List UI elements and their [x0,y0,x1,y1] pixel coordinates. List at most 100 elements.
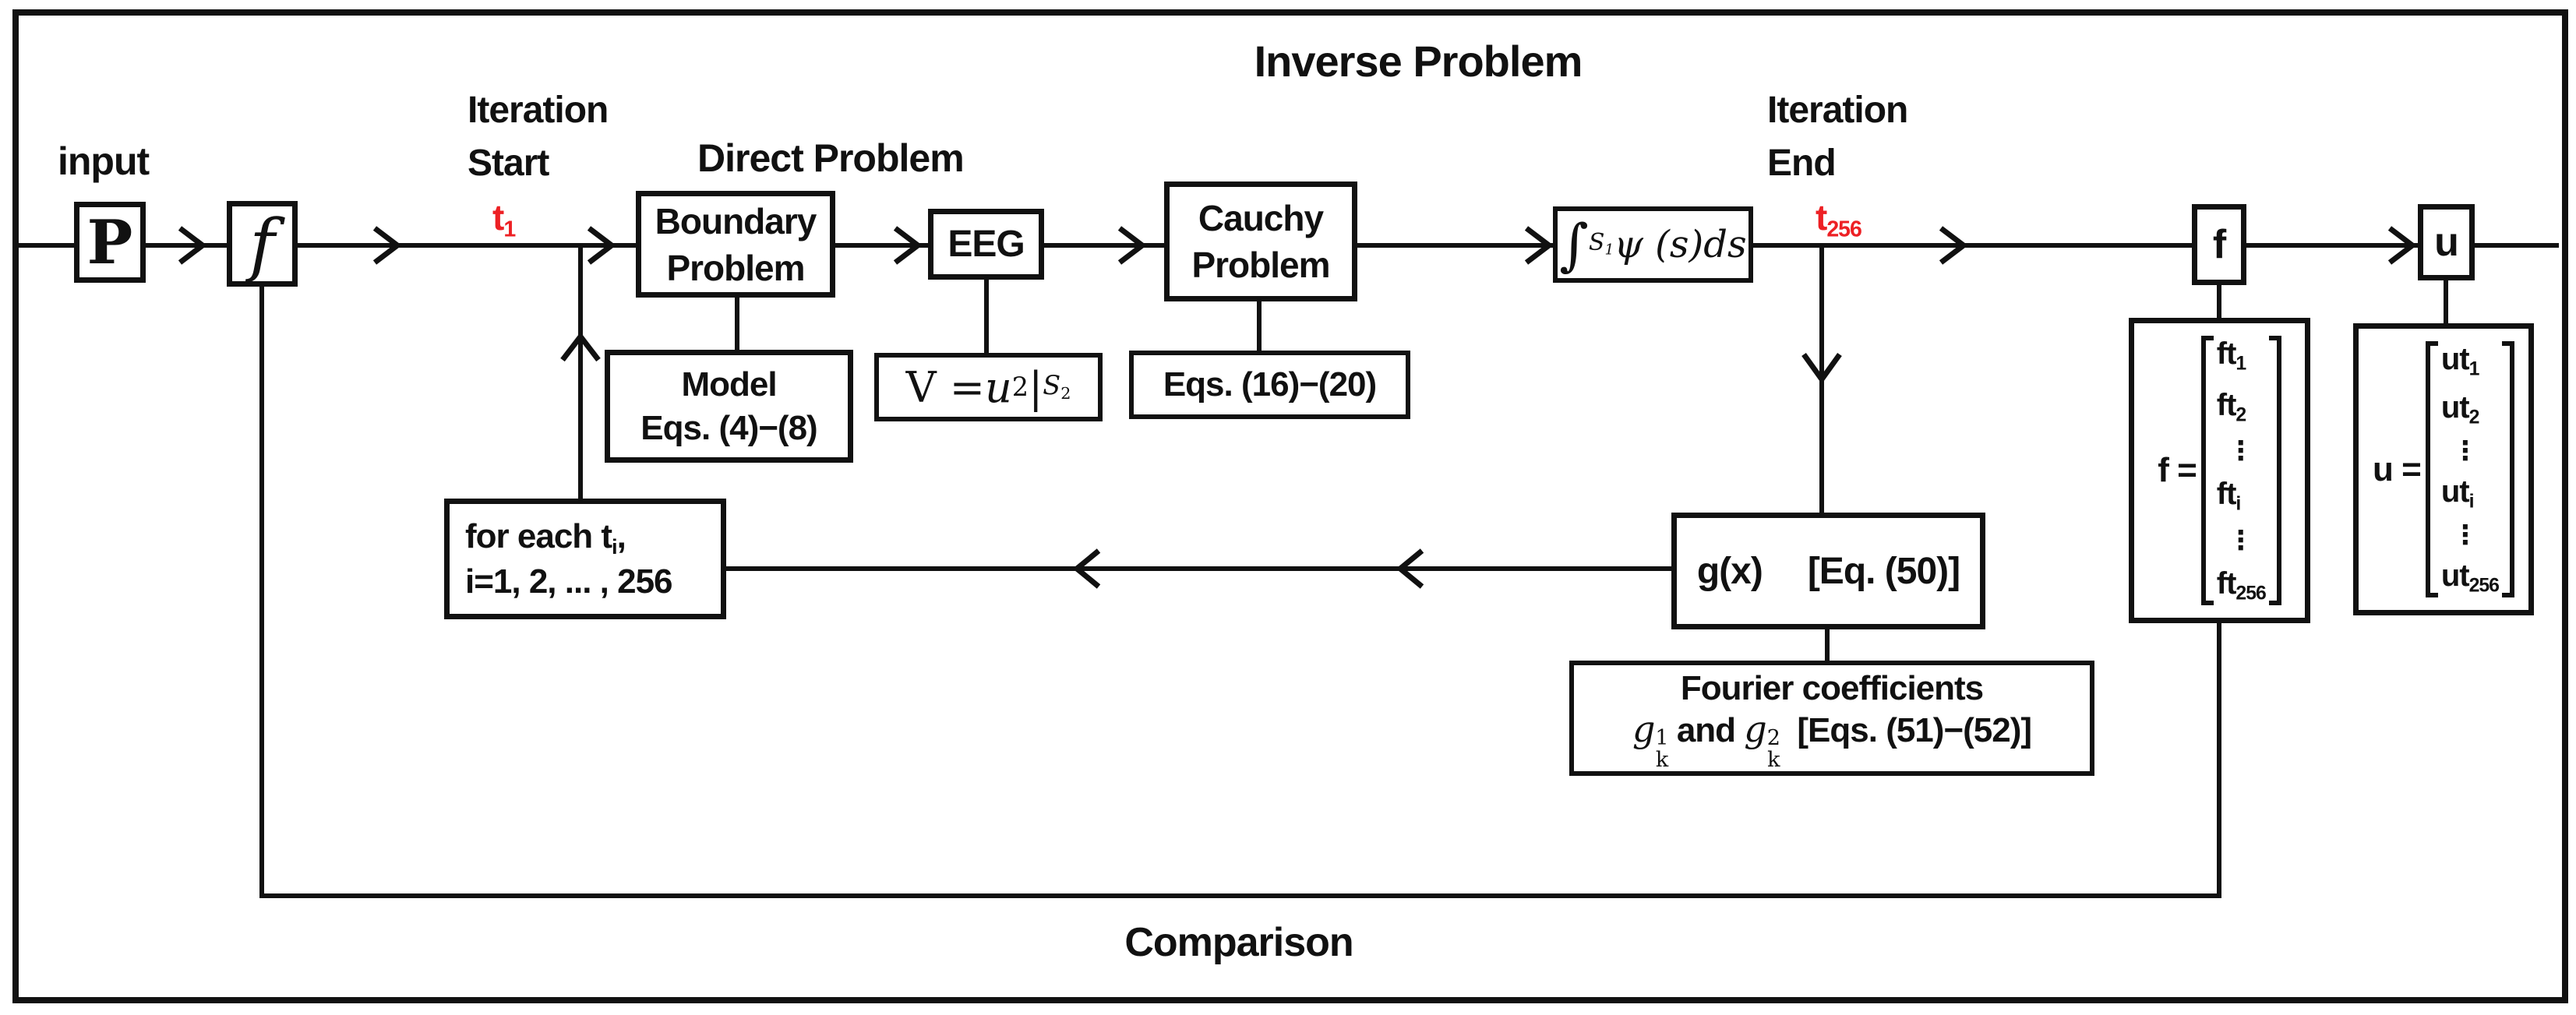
entry-base: ut [2440,558,2470,593]
entry-sub: 256 [2235,583,2266,604]
fourier-g1-sub: k [1655,748,1668,772]
cauchy-line1: Cauchy [1198,198,1324,238]
fourier-g2-sub: k [1767,748,1780,772]
iteration-end-line1: Iteration [1767,90,1908,131]
for-each-sub: i [612,534,618,559]
u-vector-node: u = ut1 ut2 ⋮ uti ⋮ ut256 [2353,323,2534,615]
vector-entry: ft1 [2217,337,2246,374]
boundary-line2: Problem [666,247,805,288]
arrow-into-eeg [893,226,923,265]
iteration-start-line1: Iteration [468,90,609,131]
entry-base: ut [2440,342,2470,376]
iteration-start-label: Iteration Start [468,84,609,190]
left-bracket-icon [2200,336,2214,605]
vector-entry: ft256 [2216,566,2267,604]
arrow-into-cauchy [1117,226,1147,265]
for-each-base: for each t [465,516,612,555]
vector-entry: fti [2217,478,2242,515]
model-line2: Eqs. (4)−(8) [640,408,817,447]
arrow-down-to-gx [1801,352,1842,384]
u-vector-entries: ut1 ut2 ⋮ uti ⋮ ut256 [2440,341,2500,597]
fourier-g1-sup: 1 [1655,725,1668,750]
boundary-line1: Boundary [655,200,817,241]
vertical-dots: ⋮ [2227,436,2254,467]
vector-entry: ut2 [2441,391,2480,428]
comparison-label: Comparison [1124,920,1353,965]
cauchy-problem-node: Cauchy Problem [1164,182,1357,301]
page-title: Inverse Problem [1254,37,1583,86]
arrow-after-iteration-end [1939,226,1968,265]
fourier-eq-ref: [Eqs. (51)−(52)] [1797,710,2032,749]
f-vector-lhs: f = [2158,451,2197,489]
v-eq-s: S [1043,370,1061,401]
right-bracket-icon [2501,341,2514,597]
v-eq-bar: | [1029,362,1043,412]
t256-base: t [1816,197,1827,238]
vector-entry: uti [2441,475,2475,513]
integral-sign: ∫ [1559,212,1589,277]
v-eq-u-sub: 2 [1011,372,1029,403]
eeg-node: EEG [928,209,1044,280]
u-vector-lhs: u = [2373,449,2422,488]
eqs-16-20-label: Eqs. (16)−(20) [1163,365,1377,404]
right-bracket-icon [2268,336,2281,605]
v-eq-s-sub: 2 [1060,384,1071,404]
v-eq-lead: V = [905,362,985,412]
model-node: Model Eqs. (4)−(8) [605,350,853,463]
vertical-dots: ⋮ [2451,436,2479,467]
p-node: P [74,202,146,283]
gx-label: g(x) [1696,550,1763,592]
f-function-node: f [227,201,298,287]
gx-eq-ref: [Eq. (50)] [1807,550,1960,592]
t256-marker: t256 [1816,196,1862,242]
entry-sub: i [2235,493,2241,515]
v-eq-u: u [985,362,1012,412]
vertical-dots: ⋮ [2227,525,2254,555]
t1-sub: 1 [503,217,516,242]
comparison-loop-line [259,286,2221,898]
integral-s-sub: 1 [1604,241,1614,259]
arrow-into-u [2387,226,2417,265]
entry-sub: 256 [2468,575,2500,597]
entry-sub: i [2468,491,2475,513]
fourier-and: and [1676,710,1736,749]
input-label: input [58,139,150,183]
fourier-g1: g [1632,707,1656,750]
model-line1: Model [681,365,777,404]
f-vector-entries: ft1 ft2 ⋮ fti ⋮ ft256 [2215,336,2267,605]
entry-sub: 1 [2235,353,2246,375]
for-each-tail: , [616,516,626,555]
gx-node: g(x) [Eq. (50)] [1671,513,1985,629]
u-output-node: u [2418,204,2475,280]
t1-marker: t1 [492,196,516,242]
f-output-label: f [2212,222,2226,267]
entry-base: ft [2216,566,2237,601]
direct-problem-label: Direct Problem [697,136,965,180]
f-function-label: f [249,203,275,284]
entry-sub: 2 [2235,404,2246,426]
arrow-f-to-start [372,226,402,265]
for-each-line1: for each ti, [465,514,672,559]
arrow-into-integral [1524,226,1554,265]
vector-entry: ut256 [2440,558,2500,597]
p-node-label: P [86,206,133,278]
u-output-label: u [2434,220,2459,265]
arrow-p-to-f [178,226,207,265]
for-each-line2: i=1, 2, ... , 256 [465,562,673,601]
left-bracket-icon [2425,341,2438,597]
eeg-label: EEG [947,224,1025,265]
t1-base: t [492,197,504,238]
fourier-g2-sup: 2 [1766,725,1780,750]
iteration-end-label: Iteration End [1767,84,1908,190]
arrow-up-foreach [560,332,601,362]
arrow-left-feedback-2 [1072,548,1101,589]
eqs-16-20-node: Eqs. (16)−(20) [1129,351,1410,419]
for-each-node: for each ti, i=1, 2, ... , 256 [444,499,726,619]
t256-sub: 256 [1826,217,1862,242]
vertical-dots: ⋮ [2451,520,2479,551]
entry-base: ft [2216,387,2237,422]
cauchy-line2: Problem [1191,245,1330,285]
flow-arrowheads [178,226,2417,589]
